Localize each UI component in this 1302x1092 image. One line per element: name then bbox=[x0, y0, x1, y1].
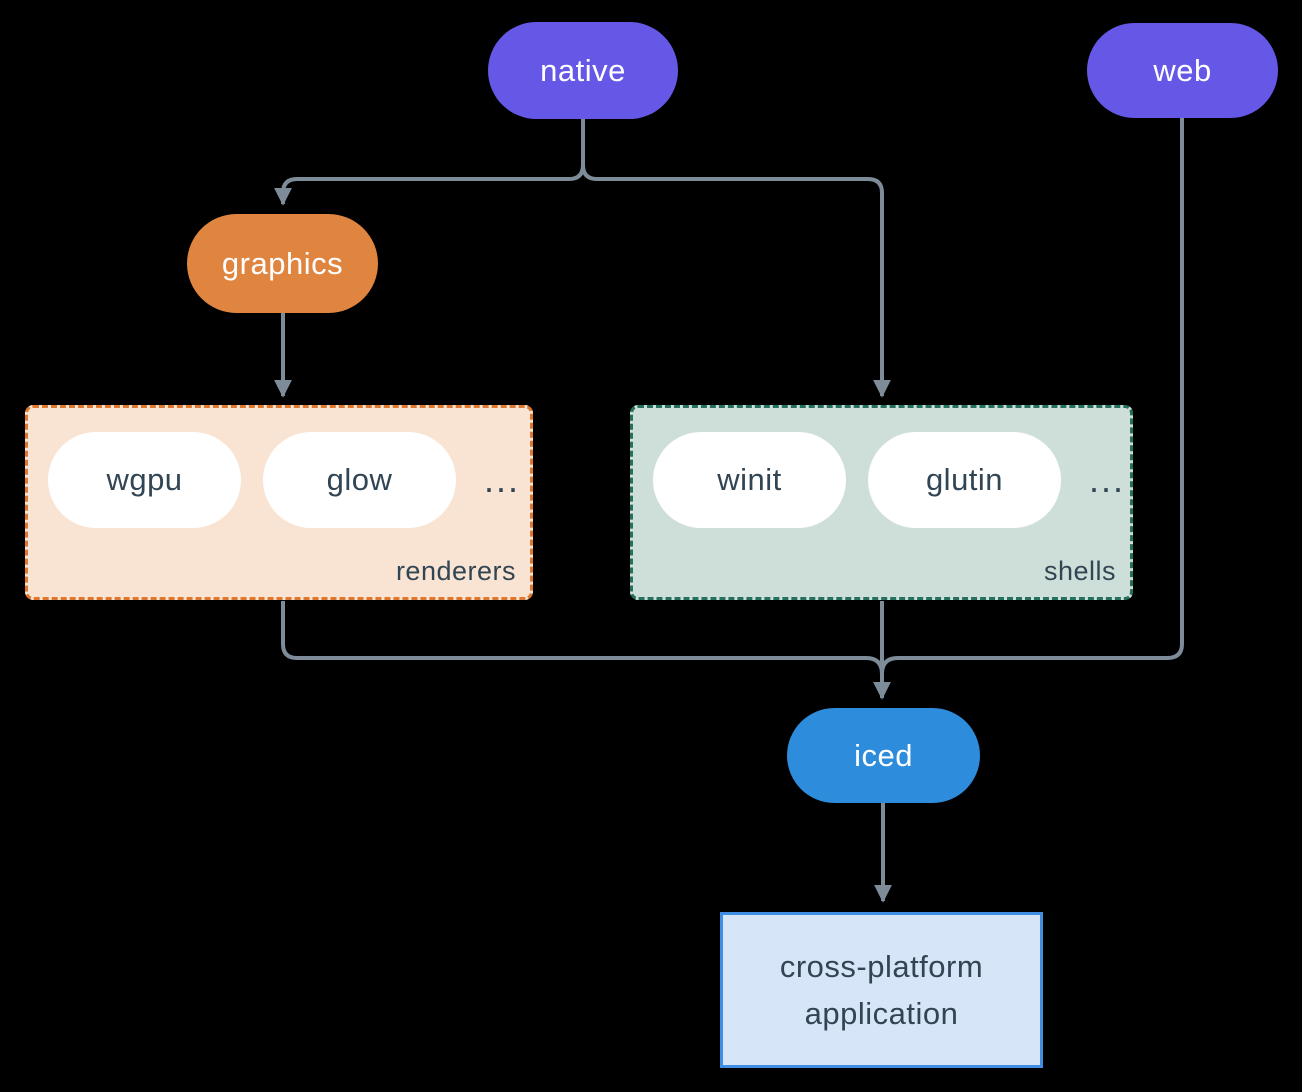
renderers-group-label: renderers bbox=[395, 556, 516, 586]
shells-ellipsis: ... bbox=[1088, 459, 1125, 500]
node-graphics: graphics bbox=[187, 214, 378, 313]
cross-platform-application-label: cross-platform application bbox=[779, 949, 984, 1031]
renderers-ellipsis: ... bbox=[483, 459, 520, 500]
node-winit: winit bbox=[653, 432, 846, 528]
node-web: web bbox=[1087, 23, 1278, 118]
node-wgpu: wgpu bbox=[48, 432, 241, 528]
node-glow: glow bbox=[263, 432, 456, 528]
edge-renderers-to-junction bbox=[281, 601, 884, 675]
edge-native-to-shells bbox=[581, 118, 891, 398]
shells-group-label: shells bbox=[1043, 556, 1116, 586]
edge-native-to-graphics bbox=[274, 118, 585, 206]
node-glutin: glutin bbox=[868, 432, 1061, 528]
group-renderers: wgpu glow ... renderers bbox=[25, 405, 533, 600]
node-iced: iced bbox=[787, 708, 980, 803]
group-shells: winit glutin ... shells bbox=[630, 405, 1133, 600]
node-cross-platform-application: cross-platform application bbox=[720, 912, 1043, 1068]
node-native: native bbox=[488, 22, 678, 119]
